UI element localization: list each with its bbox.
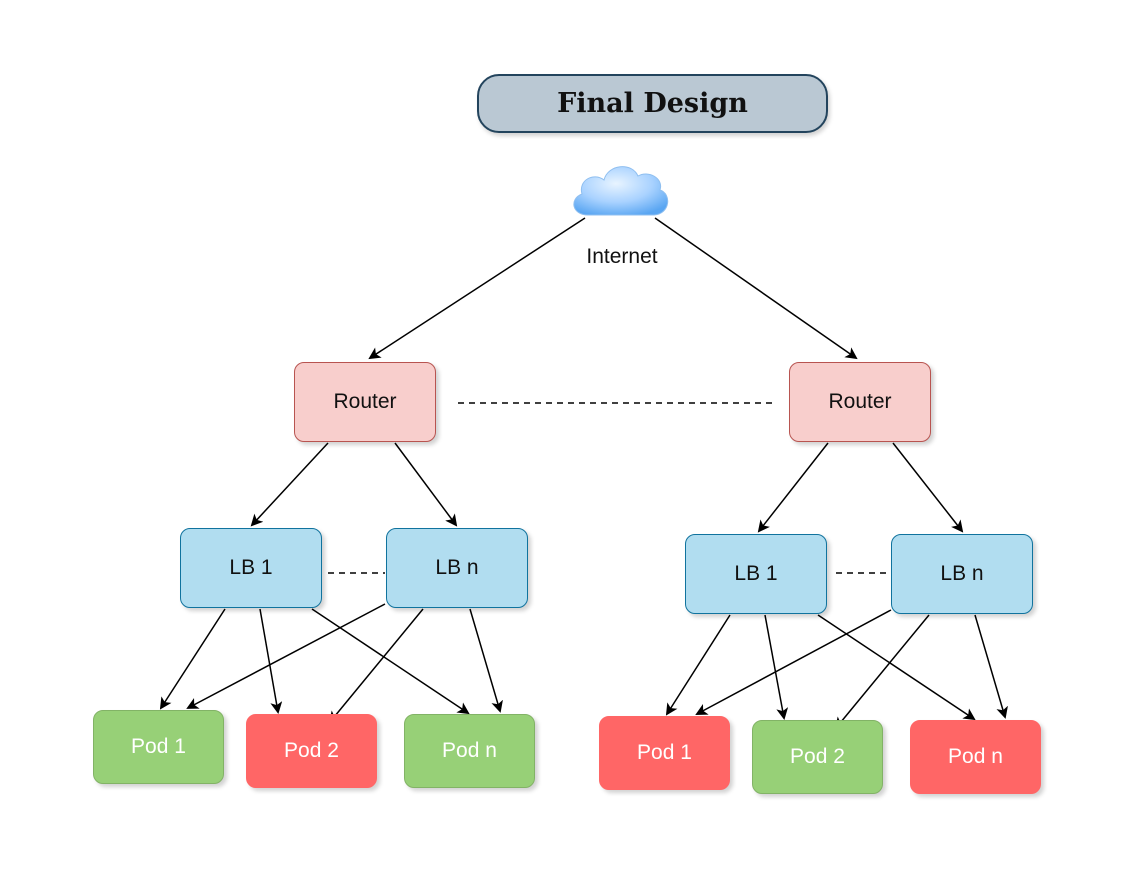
left-lbn-node[interactable]: LB n (386, 528, 528, 608)
right-lb1-node[interactable]: LB 1 (685, 534, 827, 614)
edge-right-router-lb1 (757, 442, 829, 533)
edge-left-lbn-pod1 (186, 603, 386, 709)
edge-right-router-lbn (892, 442, 964, 533)
left-lb1-node[interactable]: LB 1 (180, 528, 322, 608)
edge-internet-router-right (654, 217, 858, 360)
right-pod1-node[interactable]: Pod 1 (599, 716, 730, 790)
internet-cloud-icon (573, 166, 669, 216)
edge-left-lb1-podn (311, 608, 470, 715)
right-lbn-node[interactable]: LB n (891, 534, 1033, 614)
edge-right-lbn-pod1 (695, 609, 892, 715)
right-pod2-node[interactable]: Pod 2 (752, 720, 883, 794)
left-pod1-node[interactable]: Pod 1 (93, 710, 224, 784)
left-router-node[interactable]: Router (294, 362, 436, 442)
right-podn-node[interactable]: Pod n (910, 720, 1041, 794)
edge-right-lb1-pod2 (764, 614, 789, 720)
right-router-node[interactable]: Router (789, 362, 931, 442)
left-pod2-node[interactable]: Pod 2 (246, 714, 377, 788)
edge-left-lb1-pod1 (159, 608, 226, 710)
edge-left-lb1-pod2 (259, 608, 283, 714)
left-podn-node[interactable]: Pod n (404, 714, 535, 788)
edge-left-router-lbn (394, 442, 458, 527)
edge-left-lbn-podn (469, 608, 503, 713)
edge-internet-router-left (368, 217, 586, 360)
edge-right-lb1-pod1 (665, 614, 731, 716)
internet-label: Internet (586, 245, 658, 268)
diagram-title: Final Design (477, 74, 828, 133)
edge-right-lb1-podn (817, 614, 976, 721)
edge-right-lbn-pod2 (834, 614, 930, 730)
edge-left-router-lb1 (250, 442, 329, 527)
edge-left-lbn-pod2 (328, 608, 424, 724)
edge-right-lbn-podn (974, 614, 1008, 719)
